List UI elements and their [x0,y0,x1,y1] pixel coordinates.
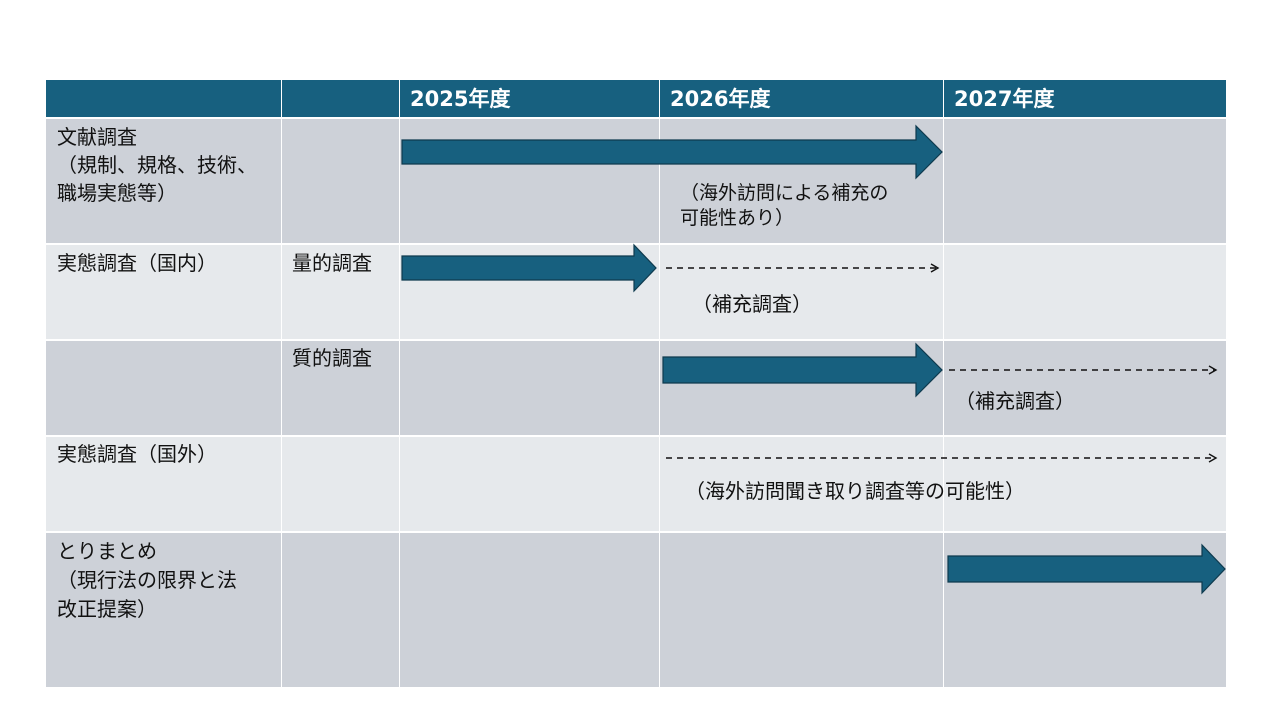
header-cell-blank-2 [282,80,399,117]
overseas-label: 実態調査（国外） [57,442,217,466]
row-domestic-quant [46,245,1226,339]
header-year-2025: 2025年度 [400,80,659,117]
summary-label-line1: とりまとめ [57,539,157,563]
divider-col-2 [399,80,400,687]
header-year-2027: 2027年度 [944,80,1226,117]
divider-col-1 [281,80,282,687]
row-domestic-qual [46,341,1226,435]
qual-note: （補充調査） [955,389,1075,413]
row-summary [46,533,1226,687]
literature-label-line1: 文献調査 [57,125,137,149]
header-year-2026: 2026年度 [660,80,943,117]
quant-sub-label: 量的調査 [292,251,372,275]
summary-label-line3: 改正提案） [57,597,157,621]
divider-col-4 [943,80,944,687]
literature-note-line2: 可能性あり） [680,207,795,229]
divider-col-3 [659,80,660,687]
literature-note-line1: （海外訪問による補充の [680,182,889,204]
literature-label-line2: （規制、規格、技術、 [57,153,257,177]
header-cell-blank-1 [46,80,281,117]
overseas-note: （海外訪問聞き取り調査等の可能性） [685,479,1025,503]
domestic-label: 実態調査（国内） [57,251,217,275]
row-literature [46,119,1226,243]
qual-sub-label: 質的調査 [292,346,372,370]
literature-label-line3: 職場実態等） [57,181,177,205]
summary-label-line2: （現行法の限界と法 [57,568,237,592]
quant-note: （補充調査） [692,292,812,316]
row-overseas [46,437,1226,531]
